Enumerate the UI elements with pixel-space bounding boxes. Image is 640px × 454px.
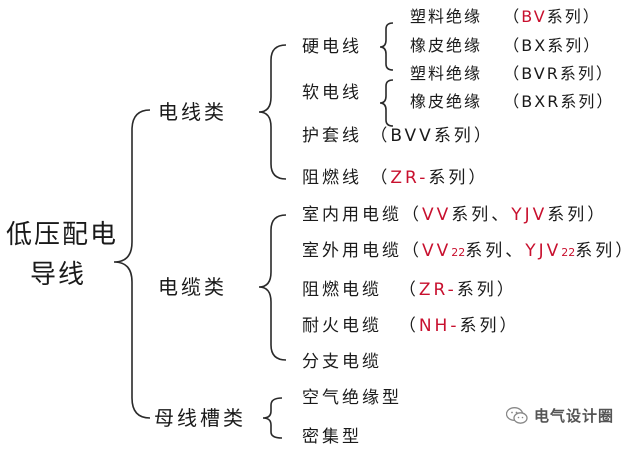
category-cable: 电缆类 [158,275,227,299]
category-busway: 母线槽类 [154,406,246,430]
root-title-line2: 导线 [30,260,87,290]
wechat-icon [506,406,528,424]
wire-hard-item-1: 塑料绝缘 （BV系列） [410,7,601,26]
cable-fire: 耐火电缆 （NH-系列） [302,316,520,336]
wire-flame: 阻燃线 （ZR-系列） [302,168,489,188]
hard-wire-bracket [379,22,394,71]
wire-sheath: 护套线 （BVV系列） [302,126,494,146]
category-wire: 电线类 [158,100,227,124]
cable-outdoor: 室外用电缆（VV22系列、YJV22系列） [302,241,636,261]
wire-soft-item-1: 塑料绝缘 （BVR系列） [410,64,614,83]
busway-bracket [262,397,283,439]
code: BV [521,7,547,26]
wire-soft-item-2: 橡皮绝缘 （BXR系列） [410,92,615,111]
wire-soft-label: 软电线 [302,83,362,103]
busway-item-air: 空气绝缘型 [302,388,402,408]
cable-flame: 阻燃电缆 （ZR-系列） [302,280,517,300]
main-bracket [113,109,151,419]
wire-bracket [258,44,287,180]
busway-item-dense: 密集型 [302,427,362,447]
watermark: 电气设计圈 [506,405,614,426]
root-title-line1: 低压配电 [6,220,119,250]
cable-indoor: 室内用电缆（VV系列、YJV系列） [302,205,608,225]
soft-wire-bracket [379,79,394,127]
cable-bracket [258,214,287,361]
wire-hard-label: 硬电线 [302,37,362,57]
watermark-text: 电气设计圈 [534,407,615,425]
wire-hard-item-2: 橡皮绝缘 （BX系列） [410,36,602,55]
cable-branch: 分支电缆 [302,352,382,372]
